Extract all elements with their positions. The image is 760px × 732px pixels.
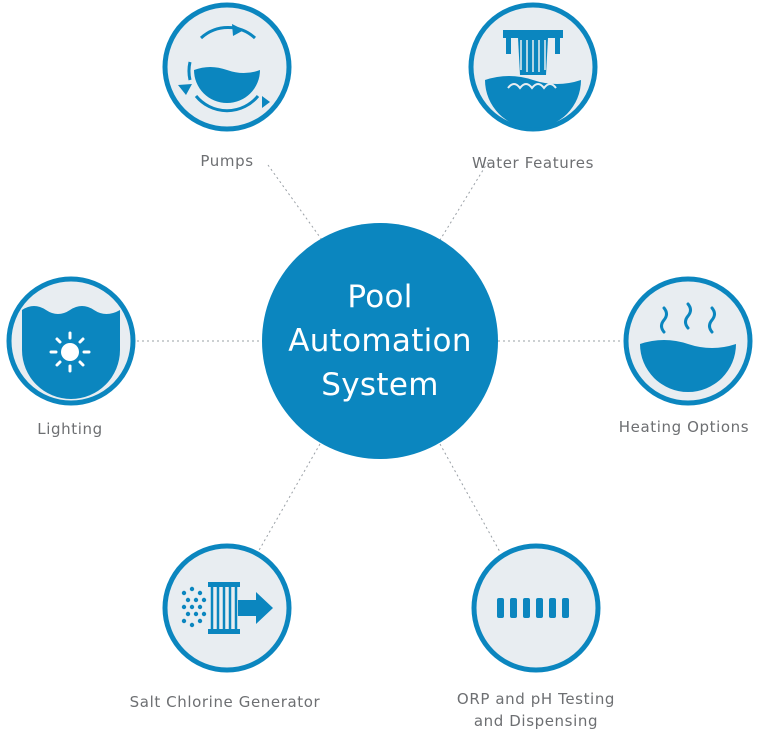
center-title-line-1: Pool [347, 279, 413, 315]
node-heating[interactable] [623, 276, 753, 406]
label-orp-line-1: ORP and pH Testing [456, 690, 616, 708]
label-heating: Heating Options [618, 418, 750, 436]
label-orp-line-2: and Dispensing [473, 712, 599, 730]
heat-waves-icon [640, 302, 736, 392]
node-orp[interactable] [471, 543, 601, 673]
center-title: Pool Automation System [262, 223, 498, 459]
node-salt[interactable] [162, 543, 292, 673]
waterfall-icon [485, 30, 581, 128]
center-circle [262, 223, 498, 459]
connector-water-features [439, 161, 489, 241]
dispenser-icon [497, 598, 569, 618]
connector-orp [439, 443, 501, 553]
center-title-line-3: System [321, 367, 439, 403]
node-lighting[interactable] [6, 276, 136, 406]
node-pumps[interactable] [162, 2, 292, 132]
underwater-light-icon [22, 306, 120, 399]
pump-cycle-icon [178, 24, 270, 113]
label-lighting: Lighting [37, 420, 103, 438]
label-salt: Salt Chlorine Generator [129, 693, 321, 711]
connectors [137, 161, 622, 553]
center-title-line-2: Automation [288, 323, 472, 359]
label-orp: ORP and pH Testing and Dispensing [440, 688, 632, 732]
label-pumps: Pumps [200, 152, 254, 170]
connector-pumps [267, 164, 323, 241]
label-water-features: Water Features [471, 154, 594, 172]
node-water-features[interactable] [468, 2, 598, 132]
salt-cell-icon [181, 582, 273, 634]
connector-salt [257, 443, 321, 553]
